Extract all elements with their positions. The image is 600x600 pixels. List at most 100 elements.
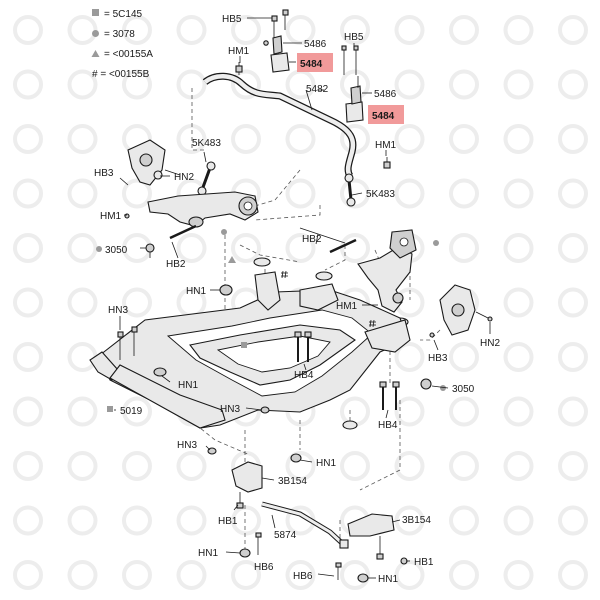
stabilizer-link-left [197, 161, 216, 196]
watermark-gear-icon [67, 451, 98, 481]
watermark-gear-icon [13, 396, 43, 427]
part-5019-marker [107, 406, 113, 412]
watermark-gear-icon [503, 560, 534, 590]
stabilizer-bar [202, 72, 357, 178]
watermark-gear-icon [394, 342, 425, 372]
watermark-gear-icon [503, 178, 534, 209]
label-hn1-d: HN1 [198, 548, 218, 559]
stabilizer-bushing-left [263, 9, 302, 73]
watermark-gear-icon [13, 451, 43, 481]
watermark-gear-icon [340, 178, 370, 209]
watermark-gear-icon [503, 233, 534, 263]
watermark-gear-icon [394, 396, 425, 427]
label-hb2-mid: HB2 [302, 234, 322, 245]
watermark-gear-icon [503, 505, 534, 536]
label-3b154-a: 3B154 [278, 476, 307, 487]
watermark-gear-icon [558, 15, 588, 45]
watermark-gear-icon [285, 124, 316, 154]
watermark-gear-icon [122, 396, 152, 427]
watermark-gear-icon [122, 15, 152, 45]
label-5019: 5019 [120, 406, 143, 417]
watermark-gear-icon [449, 69, 479, 100]
hash-markers [281, 270, 376, 328]
label-hn1-a: HN1 [186, 286, 206, 297]
watermark-gear-icon [13, 287, 43, 318]
watermark-gear-icon [558, 233, 588, 263]
watermark-gear-icon [176, 451, 207, 481]
legend-triangle-icon [91, 50, 100, 57]
watermark-gear-icon [13, 505, 43, 536]
watermark-gear-icon [503, 396, 534, 427]
hardware-top [235, 62, 391, 169]
watermark-gear-icon [67, 560, 98, 590]
watermark-gear-icon [67, 15, 98, 45]
watermark-gear-icon [340, 15, 370, 45]
label-hb6-a: HB6 [254, 562, 274, 573]
lower-hardware [239, 532, 408, 583]
watermark-gear-icon [231, 233, 261, 263]
legend-item-3078: = 3078 [104, 29, 135, 40]
label-5874: 5874 [274, 530, 297, 541]
watermark-gear-icon [449, 451, 479, 481]
watermark-gear-icon [13, 124, 43, 154]
watermark-gear-icon [122, 560, 152, 590]
stabilizer-link-right [344, 173, 356, 207]
watermark-gear-icon [122, 178, 152, 209]
rear-mount-left [231, 461, 263, 509]
watermark-gear-icon [122, 287, 152, 318]
watermark-gear-icon [13, 15, 43, 45]
label-hb4-b: HB4 [378, 420, 398, 431]
watermark-gear-icon [122, 451, 152, 481]
watermark-gear-icon [503, 124, 534, 154]
watermark-gear-icon [67, 69, 98, 100]
watermark-gear-icon [176, 15, 207, 45]
watermark-gear-icon [13, 233, 43, 263]
watermark-gear-icon [67, 342, 98, 372]
watermark-gear-icon [558, 396, 588, 427]
subframe-mounts [219, 227, 409, 327]
watermark-gear-icon [394, 451, 425, 481]
knuckle-left [127, 139, 181, 186]
watermark-gear-icon [449, 124, 479, 154]
watermark-gear-icon [122, 505, 152, 536]
watermark-gear-icon [285, 233, 316, 263]
label-5486-b: 5486 [374, 89, 397, 100]
knuckle-right [429, 284, 493, 338]
label-hb5-left: HB5 [222, 14, 242, 25]
watermark-gear-icon [449, 233, 479, 263]
label-5k483-right: 5K483 [366, 189, 395, 200]
watermark-gear-icon [394, 560, 425, 590]
label-hb2-left: HB2 [166, 259, 186, 270]
watermark-gear-icon [67, 233, 98, 263]
label-hn3-low: HN3 [177, 440, 197, 451]
label-hn1-b: HN1 [178, 380, 198, 391]
legend-item-00155a: = <00155A [104, 49, 153, 60]
watermark-gear-icon [558, 505, 588, 536]
watermark-gear-icon [285, 560, 316, 590]
bolts-hb4 [294, 331, 400, 410]
watermark-gear-icon [449, 15, 479, 45]
lower-control-arm-left [124, 191, 259, 240]
label-5484-a: 5484 [300, 59, 323, 70]
legend-item-5c145: = 5C145 [104, 9, 143, 20]
watermark-gear-icon [394, 178, 425, 209]
watermark-gear-icon [13, 560, 43, 590]
watermark-gear-icon [558, 560, 588, 590]
watermark-gear-icon [67, 178, 98, 209]
rear-mount-right [347, 513, 395, 560]
watermark-gear-icon [503, 342, 534, 372]
label-hb4-a: HB4 [294, 370, 314, 381]
watermark-gear-icon [503, 451, 534, 481]
watermark-gear-icon [13, 342, 43, 372]
legend-item-00155b: # = <00155B [92, 69, 150, 80]
watermark-gear-icon [503, 287, 534, 318]
watermark-gear-icon [176, 505, 207, 536]
label-5484-b: 5484 [372, 111, 395, 122]
label-hb5-right: HB5 [344, 32, 364, 43]
watermark-gear-icon [67, 505, 98, 536]
watermark-gear-icon [176, 69, 207, 100]
watermark-gear-icon [231, 505, 261, 536]
label-hn3-top: HN3 [108, 305, 128, 316]
watermark-gear-icon [558, 178, 588, 209]
